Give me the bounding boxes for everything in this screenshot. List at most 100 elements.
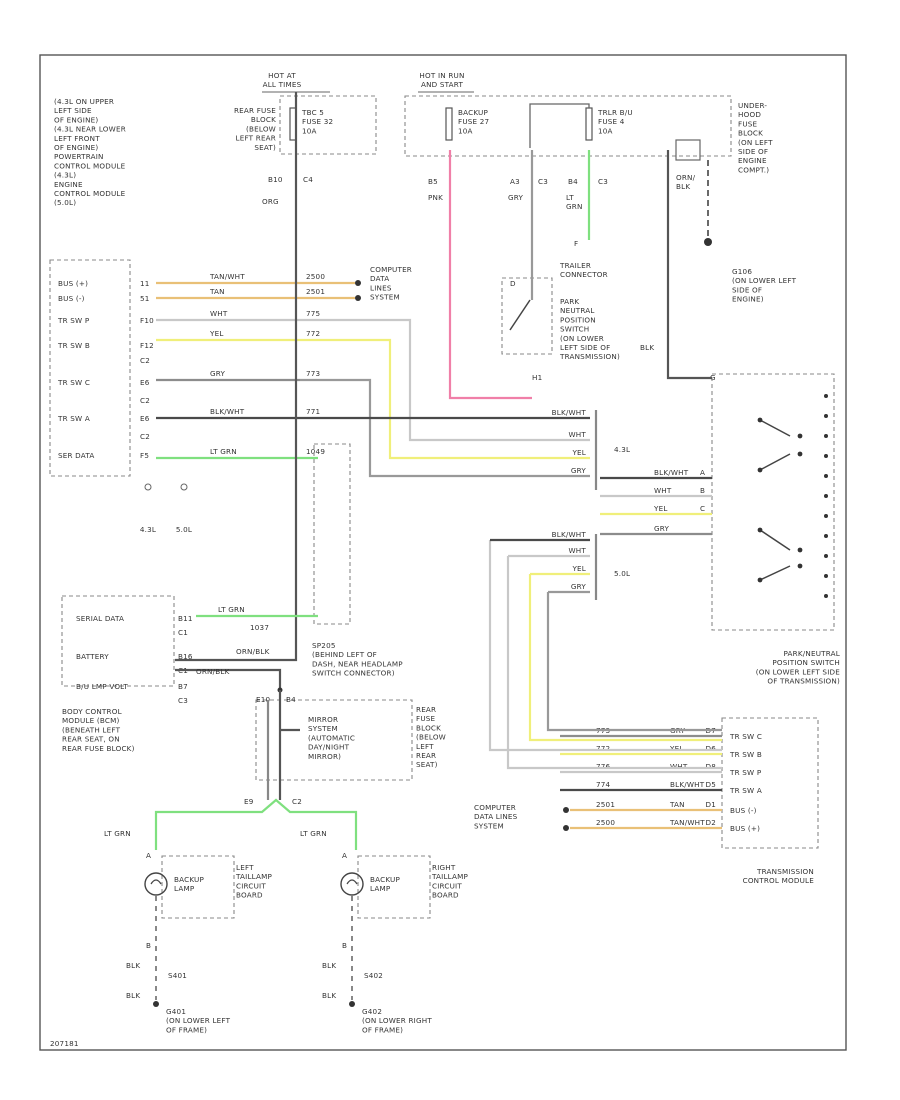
ecm-pin-number: C2 — [140, 396, 150, 405]
tcm-pin-label: TR SW P — [729, 768, 762, 777]
org-wire-label: ORG — [262, 197, 279, 206]
tcm-wire-number: 2501 — [596, 800, 615, 809]
bulb-filament-icon — [346, 879, 358, 885]
ecm-pin-number: 51 — [140, 294, 150, 303]
pnp-right-wire-name: BLK/WHT — [654, 468, 689, 477]
ecm-ground-4-3l — [144, 483, 152, 491]
bcm-wire-lt-grn: LT GRN — [218, 605, 245, 614]
taillamp-board-box — [357, 855, 431, 919]
variant-4-3l-label: 4.3L — [614, 445, 630, 454]
ecm-wire-number: 2500 — [306, 272, 325, 281]
uh-wire-gry: GRY — [508, 193, 524, 202]
uh-pin-a3: A3 — [510, 177, 520, 186]
tcm-pin-label: TR SW C — [729, 732, 762, 741]
rear-fuse-pin-b10: B10 — [268, 175, 283, 184]
bcm-pin-number: B11 — [178, 614, 193, 623]
ecm-wire-name: WHT — [210, 309, 228, 318]
wire-lt-grn-lamps — [154, 798, 358, 850]
pnp-right-switch-arm — [759, 565, 791, 581]
engine-variant-4-3l: 4.3L — [140, 525, 156, 534]
pnp-right-wire-name: YEL — [653, 504, 668, 513]
ecm-pin-label: BUS (+) — [58, 279, 88, 288]
ecm-pin-number: F12 — [140, 341, 154, 350]
trlr-fuse-icon — [585, 107, 593, 141]
bcm-pin-number: B7 — [178, 682, 188, 691]
right-wire-b-label: YEL — [571, 564, 586, 573]
pnp-top-switch-arm — [509, 299, 531, 331]
tcm-wire-number: 2500 — [596, 818, 615, 827]
pnp-right-terminal — [824, 534, 828, 538]
ecm-pin-label: TR SW C — [57, 378, 90, 387]
tcm-pin-number: D6 — [705, 744, 716, 753]
lamp-blk-label: BLK — [126, 991, 140, 1000]
tcm-pin-label: TR SW B — [729, 750, 762, 759]
ecm-wire-number: 772 — [306, 329, 320, 338]
uh-pin-c3-b: C3 — [598, 177, 608, 186]
uh-wire-pnk: PNK — [428, 193, 443, 202]
wire-pnk-backup — [448, 150, 532, 400]
ecm-wire-name: TAN/WHT — [209, 272, 245, 281]
pnp-right-switch-arm — [759, 453, 791, 471]
bcm-pin-label: B/U LMP VOLT — [76, 682, 128, 691]
pnp-right-switch-node — [797, 451, 803, 457]
bcm-wire-orn-blk: ORN/BLK — [236, 647, 270, 656]
wire-gry-tcm — [546, 592, 722, 732]
pnp-right-terminal — [824, 434, 828, 438]
right-wire-b-label: WHT — [568, 546, 586, 555]
pnp-right-wire-name: WHT — [654, 486, 672, 495]
lamp-pin-a: A — [146, 851, 151, 860]
wire-orn-blk-battery — [175, 92, 298, 662]
trailer-pin-f: F — [574, 239, 578, 248]
tcm-wire-name: TAN/WHT — [669, 818, 705, 827]
bulb-filament-icon — [150, 879, 162, 885]
ecm-connector-box — [49, 259, 131, 477]
lamp-pin-b: B — [146, 941, 151, 950]
diagram-frame — [39, 54, 847, 1051]
ecm-wire-name: LT GRN — [210, 447, 237, 456]
right-wire-a-label: WHT — [568, 430, 586, 439]
pnp-right-terminal — [824, 574, 828, 578]
lamp-ground-icon — [349, 1001, 355, 1007]
wire-orn-blk-bu — [175, 668, 282, 688]
pnp-right-terminal — [824, 494, 828, 498]
tcm-data-node — [563, 807, 569, 813]
ecm-wire-name: YEL — [209, 329, 224, 338]
bcm-pin-label: SERIAL DATA — [76, 614, 124, 623]
tcm-pin-label: BUS (+) — [730, 824, 760, 833]
mirror-pin-b4: B4 — [286, 695, 296, 704]
ecm-wire-name: GRY — [210, 369, 226, 378]
bcm-box — [61, 595, 175, 687]
tcm-pin-number: D8 — [705, 762, 716, 771]
tcm-box — [721, 717, 819, 849]
lamp-blk-label: BLK — [322, 991, 336, 1000]
ecm-pin-number: F10 — [140, 316, 154, 325]
mirror-pin-e9: E9 — [244, 797, 254, 806]
pnp-right-terminal — [824, 454, 828, 458]
pnp-right-terminal — [824, 474, 828, 478]
ecm-pin-number: 11 — [140, 279, 150, 288]
pnp-blk-label: BLK — [640, 343, 654, 352]
lt-grn-left-label: LT GRN — [104, 829, 131, 838]
lamp-blk-label: BLK — [322, 961, 336, 970]
ecm-pin-number: F5 — [140, 451, 149, 460]
g106-ground-icon — [704, 238, 712, 246]
underhood-fuse-block-box — [404, 95, 732, 157]
pnp-pin-g: G — [710, 373, 716, 382]
pnp-right-wire-pin: C — [700, 504, 705, 513]
wire-yel-4-3l — [300, 338, 590, 460]
diagram-id: 207181 — [50, 1039, 79, 1048]
